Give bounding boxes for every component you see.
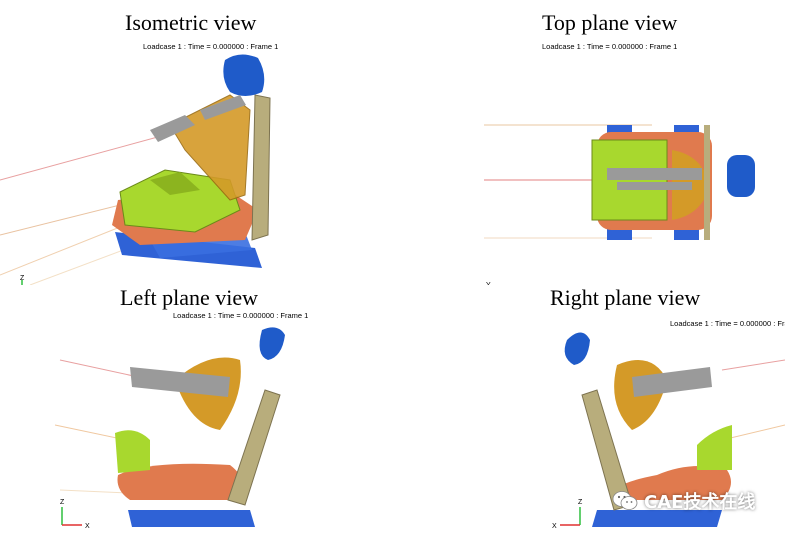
loadcase-label: Loadcase 1 : Time = 0.000000 : Frame 1 — [173, 311, 309, 320]
axis-z-label: Z — [60, 499, 65, 506]
isometric-view-panel[interactable]: Isometric view Loadcase 1 : Time = 0.000… — [0, 0, 392, 285]
axis-triad: Z X Y — [20, 275, 25, 285]
wechat-icon — [612, 491, 638, 510]
axis-y-label: Y — [486, 282, 491, 285]
loadcase-label: Loadcase 1 : Time = 0.000000 : Frame 1 — [143, 42, 279, 51]
seat-model-left[interactable]: Z X — [0, 285, 392, 538]
seat-model-top[interactable]: Y X — [392, 0, 785, 285]
axis-z-label: Z — [578, 499, 583, 506]
right-plane-view-panel[interactable]: Right plane view Loadcase 1 : Time = 0.0… — [392, 285, 785, 538]
axis-triad: Y X — [486, 282, 491, 285]
watermark: CAE技术在线 — [612, 488, 755, 514]
seat-model-isometric[interactable]: Z X Y — [0, 0, 392, 285]
axis-z-label: Z — [20, 275, 25, 282]
axis-x-label: X — [552, 523, 557, 530]
axis-triad: Z X — [552, 499, 583, 530]
view-title: Left plane view — [120, 285, 259, 310]
axis-x-label: X — [85, 523, 90, 530]
view-title: Top plane view — [542, 10, 678, 35]
view-title: Right plane view — [550, 285, 701, 310]
loadcase-label: Loadcase 1 : Time = 0.000000 : Frame 1 — [542, 42, 678, 51]
seat-model-right[interactable]: Z X — [392, 285, 785, 538]
axis-triad: Z X — [60, 499, 90, 530]
loadcase-label: Loadcase 1 : Time = 0.000000 : Frame 1 — [670, 319, 785, 328]
top-plane-view-panel[interactable]: Top plane view Loadcase 1 : Time = 0.000… — [392, 0, 785, 285]
view-title: Isometric view — [125, 10, 257, 35]
left-plane-view-panel[interactable]: Left plane view Loadcase 1 : Time = 0.00… — [0, 285, 392, 538]
watermark-text: CAE技术在线 — [644, 492, 756, 513]
